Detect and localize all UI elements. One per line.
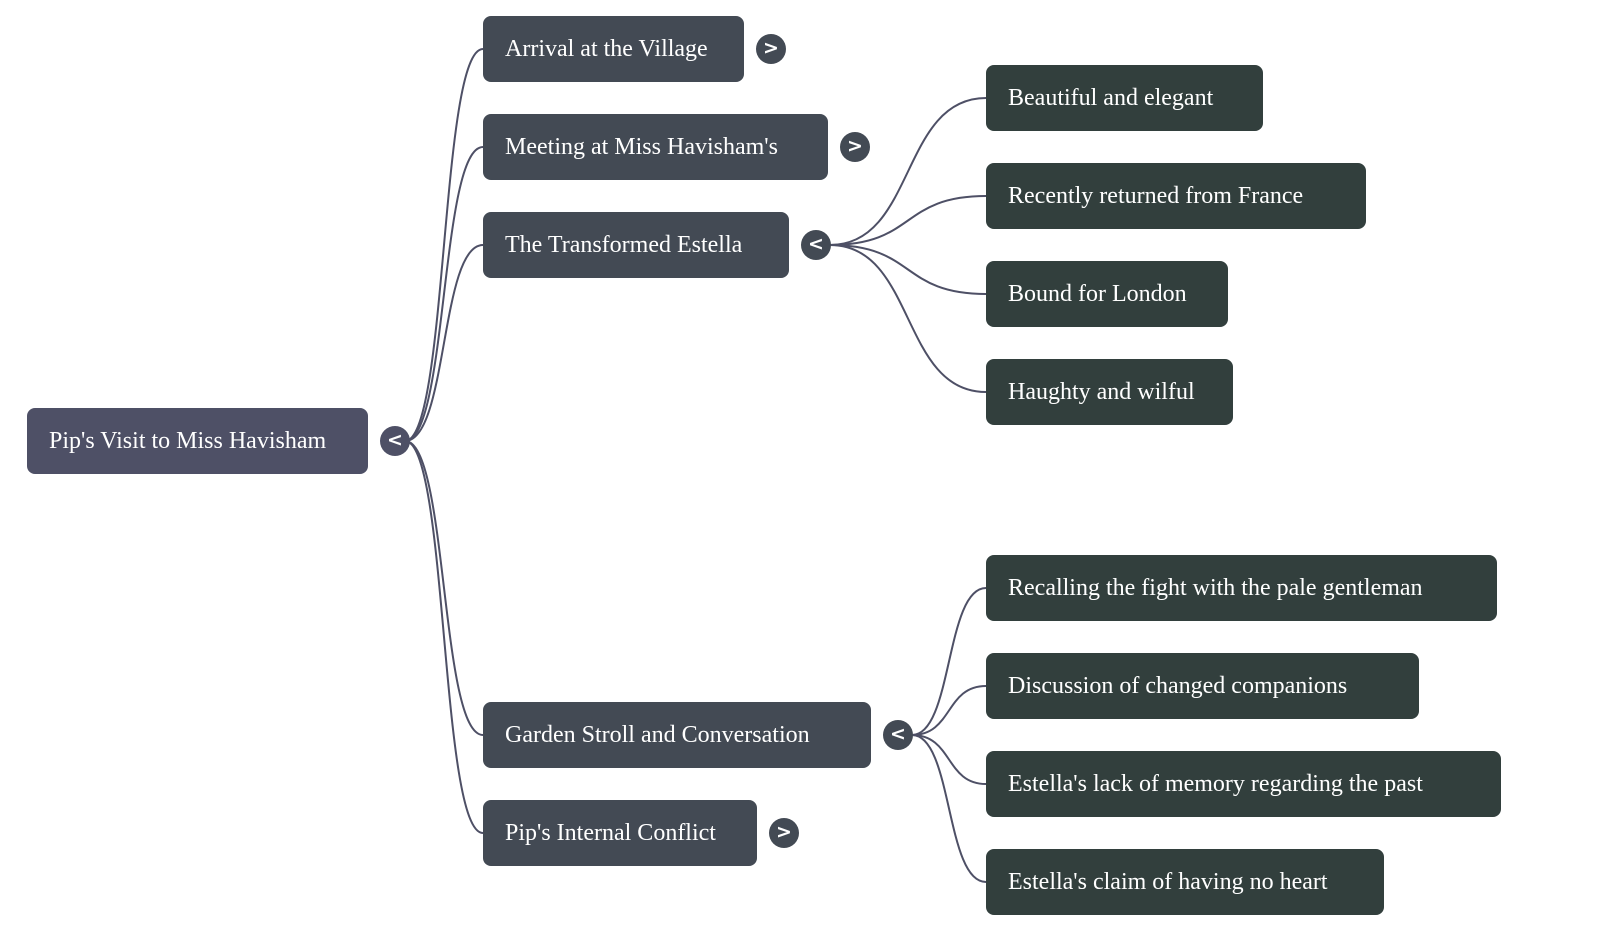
collapse-icon-root[interactable]: < bbox=[380, 426, 410, 456]
link-root-branch-4 bbox=[404, 440, 484, 834]
link-estella-leaf-2 bbox=[829, 244, 987, 295]
leaf-node[interactable]: Estella's claim of having no heart bbox=[986, 849, 1384, 915]
leaf-node[interactable]: Bound for London bbox=[986, 261, 1228, 327]
expand-icon-arrival[interactable]: > bbox=[756, 34, 786, 64]
link-root-branch-2 bbox=[404, 244, 484, 442]
branch-node-conflict[interactable]: Pip's Internal Conflict bbox=[483, 800, 757, 866]
branch-node-arrival[interactable]: Arrival at the Village bbox=[483, 16, 744, 82]
link-root-branch-0 bbox=[404, 48, 484, 442]
leaf-node[interactable]: Recently returned from France bbox=[986, 163, 1366, 229]
link-estella-leaf-3 bbox=[829, 244, 987, 393]
leaf-node[interactable]: Haughty and wilful bbox=[986, 359, 1233, 425]
branch-node-garden[interactable]: Garden Stroll and Conversation bbox=[483, 702, 871, 768]
root-node[interactable]: Pip's Visit to Miss Havisham bbox=[27, 408, 368, 474]
link-root-branch-3 bbox=[404, 440, 484, 736]
link-garden-leaf-0 bbox=[911, 587, 987, 736]
expand-icon-meeting[interactable]: > bbox=[840, 132, 870, 162]
leaf-node[interactable]: Recalling the fight with the pale gentle… bbox=[986, 555, 1497, 621]
collapse-icon-estella[interactable]: < bbox=[801, 230, 831, 260]
branch-node-estella[interactable]: The Transformed Estella bbox=[483, 212, 789, 278]
expand-icon-conflict[interactable]: > bbox=[769, 818, 799, 848]
link-garden-leaf-3 bbox=[911, 734, 987, 883]
link-garden-leaf-1 bbox=[911, 685, 987, 736]
link-estella-leaf-0 bbox=[829, 97, 987, 246]
link-garden-leaf-2 bbox=[911, 734, 987, 785]
link-estella-leaf-1 bbox=[829, 195, 987, 246]
leaf-node[interactable]: Discussion of changed companions bbox=[986, 653, 1419, 719]
link-root-branch-1 bbox=[404, 146, 484, 442]
branch-node-meeting[interactable]: Meeting at Miss Havisham's bbox=[483, 114, 828, 180]
leaf-node[interactable]: Beautiful and elegant bbox=[986, 65, 1263, 131]
leaf-node[interactable]: Estella's lack of memory regarding the p… bbox=[986, 751, 1501, 817]
collapse-icon-garden[interactable]: < bbox=[883, 720, 913, 750]
